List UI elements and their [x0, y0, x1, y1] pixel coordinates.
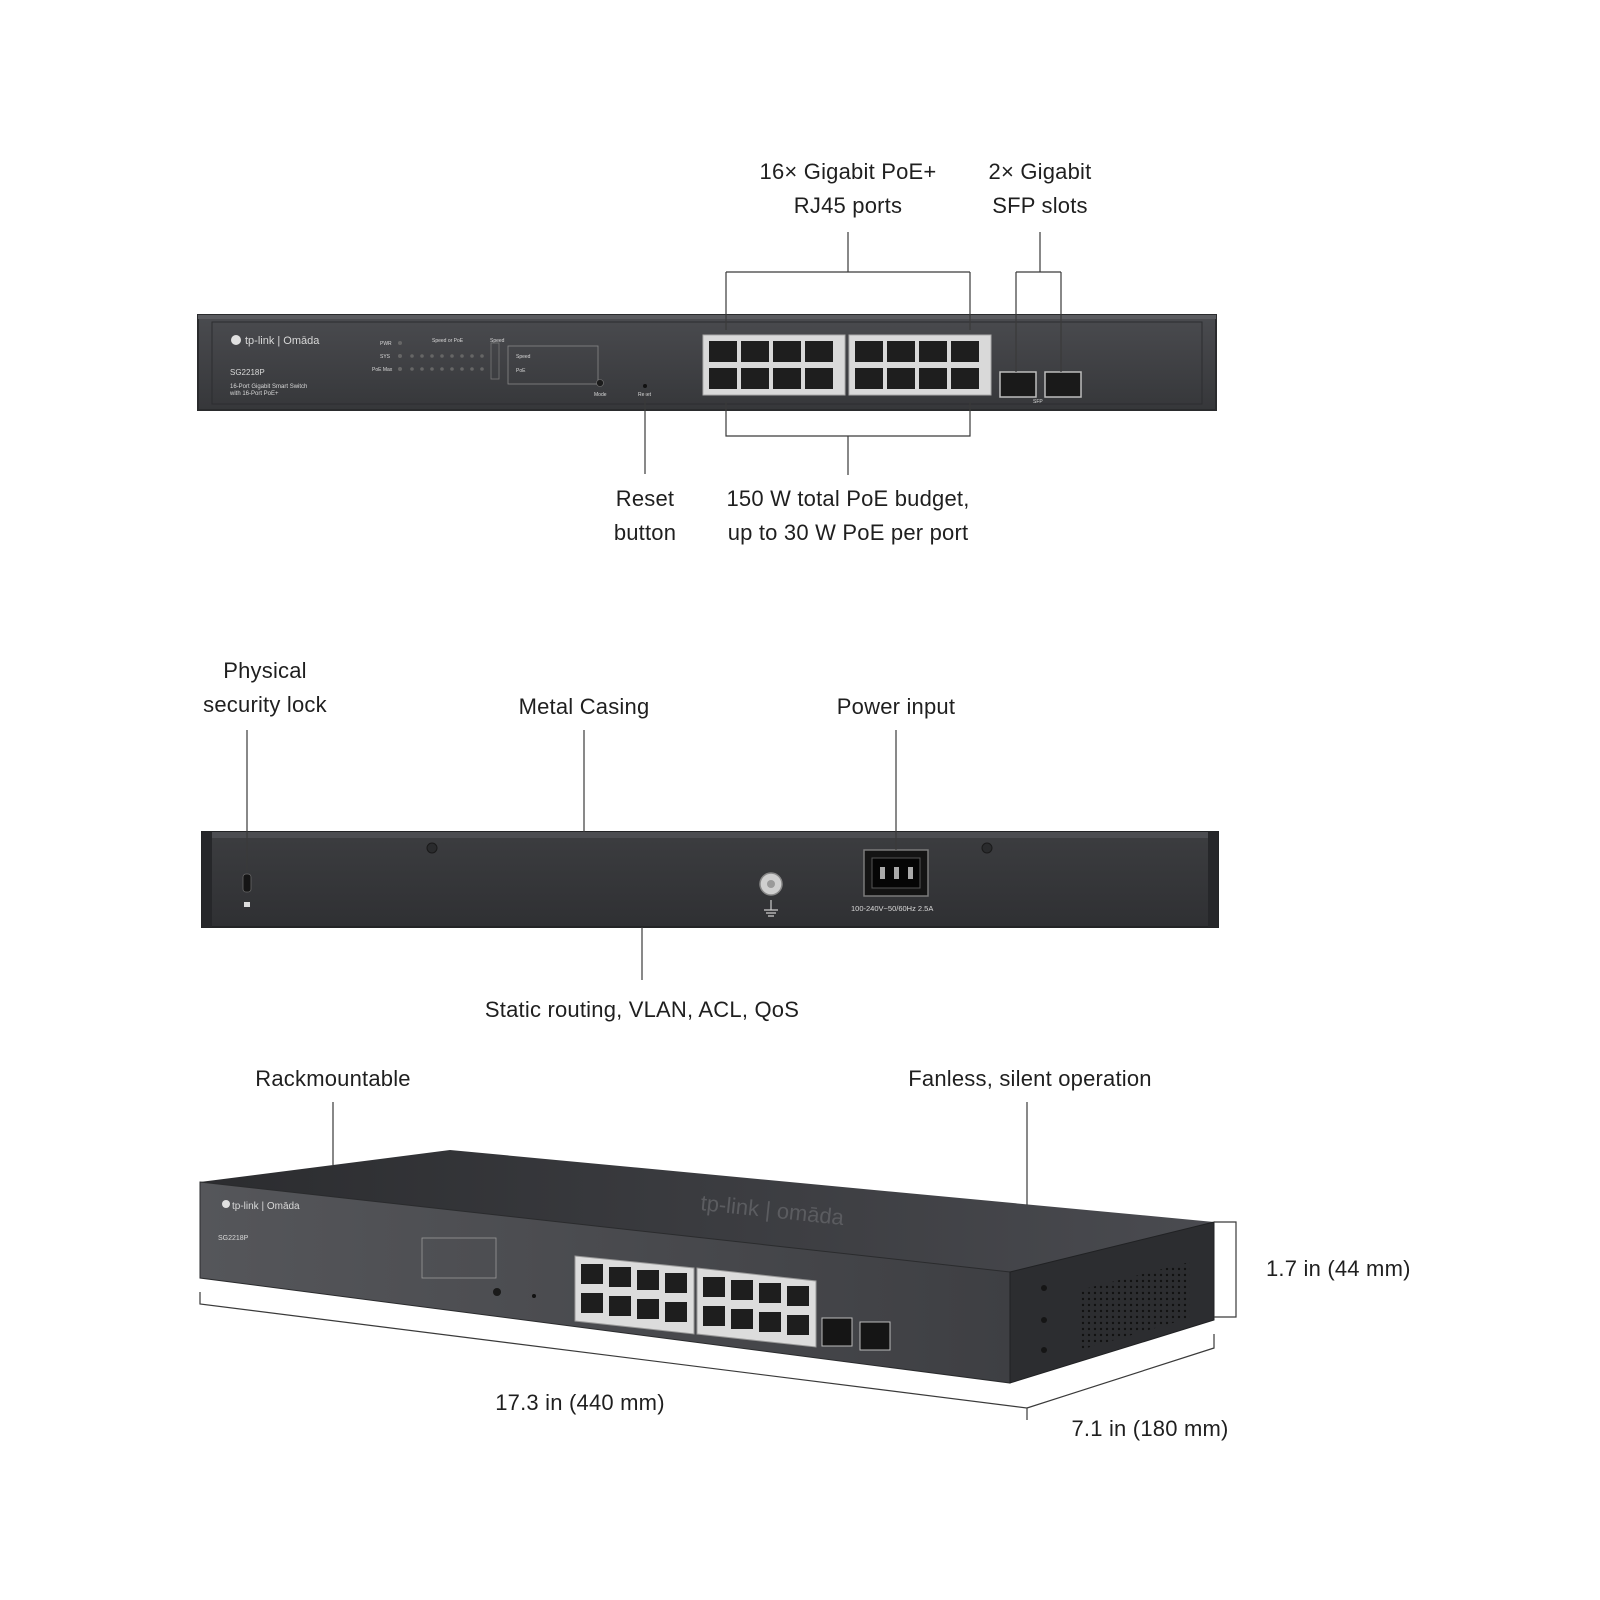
dimension-width: 17.3 in (440 mm) — [480, 1386, 680, 1420]
dimension-width-text: 17.3 in (440 mm) — [495, 1390, 665, 1415]
led-pwr-icon — [398, 341, 402, 345]
callout-rj45: 16× Gigabit PoE+ RJ45 ports — [745, 155, 951, 223]
rj45-port-block-1 — [574, 1255, 695, 1335]
dimension-depth-text: 7.1 in (180 mm) — [1071, 1416, 1229, 1441]
callout-rj45-line2: RJ45 ports — [793, 193, 903, 218]
mode-button[interactable] — [596, 379, 604, 387]
rear-callout-lines — [246, 730, 897, 980]
callout-power-input: Power input — [826, 690, 966, 724]
rj45-port-block-2 — [848, 334, 992, 396]
led-pwr-label: PWR — [380, 341, 392, 347]
port-led-row — [410, 354, 484, 371]
tp-link-logo-icon — [222, 1200, 230, 1208]
perspective-model: SG2218P — [218, 1235, 249, 1242]
screw-icon — [981, 842, 993, 854]
callout-poe-budget: 150 W total PoE budget, up to 30 W PoE p… — [708, 482, 988, 550]
dimension-depth: 7.1 in (180 mm) — [1060, 1412, 1240, 1446]
reset-button[interactable] — [532, 1294, 536, 1298]
rj45-port-block-1 — [702, 334, 846, 396]
dimension-height-text: 1.7 in (44 mm) — [1266, 1256, 1411, 1281]
callout-sfp: 2× Gigabit SFP slots — [966, 155, 1114, 223]
screw-icon — [426, 842, 438, 854]
mode-button[interactable] — [493, 1288, 501, 1296]
led-poemax-label: PoE Max — [372, 367, 393, 373]
speed-label: Speed — [516, 354, 531, 360]
callout-rack-text: Rackmountable — [255, 1066, 411, 1091]
callout-reset-line2: button — [613, 520, 677, 545]
led-sys-icon — [398, 354, 402, 358]
front-callout-lines — [644, 232, 1062, 475]
dimension-height: 1.7 in (44 mm) — [1266, 1252, 1411, 1286]
model-label: SG2218P — [230, 368, 265, 377]
callout-rackmountable: Rackmountable — [248, 1062, 418, 1096]
tp-link-logo-icon — [231, 335, 241, 345]
callout-features-text: Static routing, VLAN, ACL, QoS — [484, 997, 800, 1022]
callout-features: Static routing, VLAN, ACL, QoS — [482, 993, 802, 1027]
callout-poe-budget-line2: up to 30 W PoE per port — [727, 520, 969, 545]
callout-poe-budget-line1: 150 W total PoE budget, — [726, 486, 970, 511]
callout-security-lock: Physical security lock — [190, 654, 340, 722]
rj45-port-block-2 — [696, 1267, 817, 1348]
callout-casing-text: Metal Casing — [518, 694, 650, 719]
mode-window — [507, 345, 599, 385]
perspective-switch: tp-link | omāda tp-link | Omāda SG2218P — [199, 1150, 1215, 1384]
led-bracket — [490, 342, 500, 380]
sfp-slots: SFP — [999, 371, 1082, 405]
lock-symbol-icon — [244, 902, 250, 907]
description-line2: with 16-Port PoE+ — [229, 391, 279, 397]
description-line1: 16-Port Gigabit Smart Switch — [230, 384, 307, 390]
led-poemax-icon — [398, 367, 402, 371]
security-lock-slot-icon — [242, 873, 252, 893]
reset-button[interactable] — [643, 384, 647, 388]
rear-panel: 100-240V~50/60Hz 2.5A — [201, 831, 1219, 928]
callout-rj45-line1: 16× Gigabit PoE+ — [759, 159, 937, 184]
ground-symbol-icon — [764, 900, 778, 917]
callout-fanless: Fanless, silent operation — [900, 1062, 1160, 1096]
led-sys-label: SYS — [380, 354, 391, 360]
callout-metal-casing: Metal Casing — [504, 690, 664, 724]
power-rating: 100-240V~50/60Hz 2.5A — [851, 904, 933, 913]
callout-reset: Reset button — [595, 482, 695, 550]
callout-power-text: Power input — [836, 694, 956, 719]
mode-label: Mode — [594, 392, 607, 398]
callout-sfp-line1: 2× Gigabit — [988, 159, 1092, 184]
callout-reset-line1: Reset — [615, 486, 675, 511]
speed-or-poe-label: Speed or PoE — [432, 338, 464, 344]
front-panel: tp-link | Omāda SG2218P 16-Port Gigabit … — [197, 314, 1217, 411]
poe-label: PoE — [516, 368, 526, 374]
perspective-callout-lines — [199, 1102, 1237, 1420]
brand-logo: tp-link | Omāda — [245, 335, 320, 347]
sfp-label: SFP — [1033, 399, 1043, 405]
callout-lock-line1: Physical — [223, 658, 307, 683]
callout-lock-line2: security lock — [203, 692, 327, 717]
callout-sfp-line2: SFP slots — [992, 193, 1088, 218]
sfp-slots — [821, 1317, 891, 1351]
callout-fanless-text: Fanless, silent operation — [908, 1066, 1152, 1091]
perspective-brand-logo: tp-link | Omāda — [232, 1201, 300, 1212]
speed-label-top: Speed — [490, 338, 505, 344]
